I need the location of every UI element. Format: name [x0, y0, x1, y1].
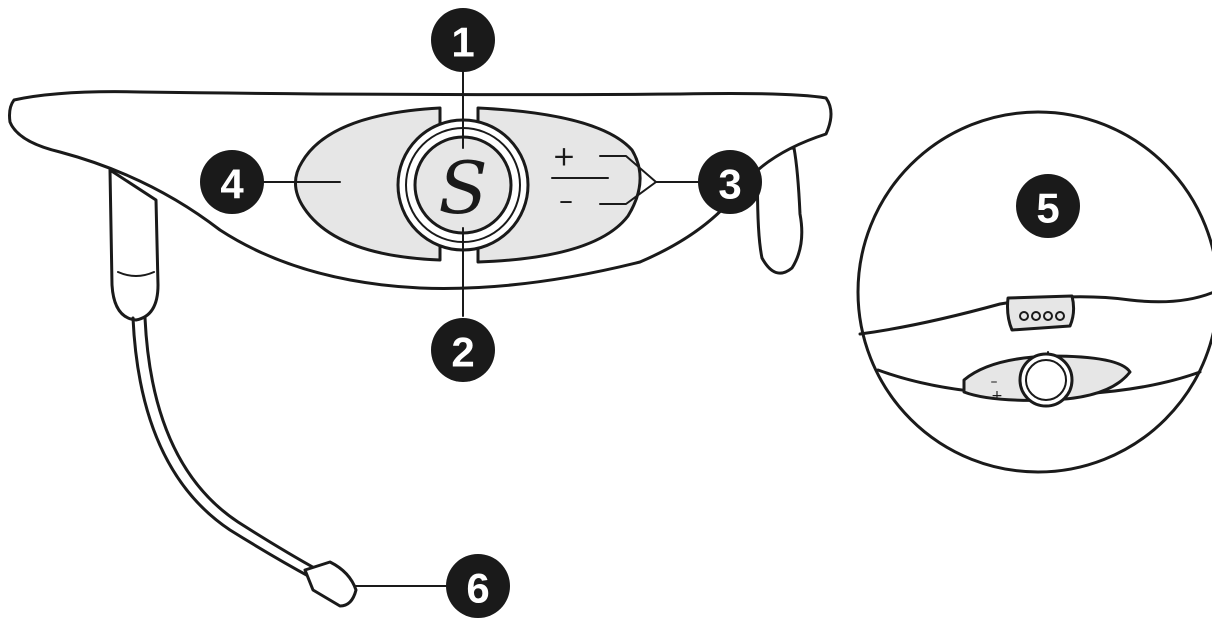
callout-2-label: 2 — [451, 329, 474, 376]
detail-view: – + — [856, 110, 1212, 474]
callout-6-label: 6 — [466, 565, 489, 612]
callout-5: 5 — [1016, 174, 1080, 238]
callout-6: 6 — [446, 554, 510, 618]
right-clip — [756, 146, 804, 275]
callout-4: 4 — [200, 150, 264, 214]
callout-3-label: 3 — [718, 161, 741, 208]
logo-letter-text: S — [438, 146, 487, 230]
detail-minus-sign: – — [991, 374, 998, 390]
volume-plus-sign: + — [552, 140, 575, 173]
callout-2: 2 — [431, 318, 495, 382]
callout-1-label: 1 — [451, 19, 474, 66]
logo-letter: S — [438, 146, 487, 230]
microphone-tip — [303, 560, 358, 608]
control-panel — [294, 106, 642, 264]
callout-3: 3 — [698, 150, 762, 214]
detail-plus-sign: + — [991, 388, 1003, 404]
volume-minus-sign: – — [559, 184, 573, 217]
callout-1: 1 — [431, 8, 495, 72]
callout-5-label: 5 — [1036, 185, 1059, 232]
microphone-boom — [131, 316, 320, 580]
left-stem — [108, 168, 160, 322]
callout-4-label: 4 — [220, 161, 244, 208]
